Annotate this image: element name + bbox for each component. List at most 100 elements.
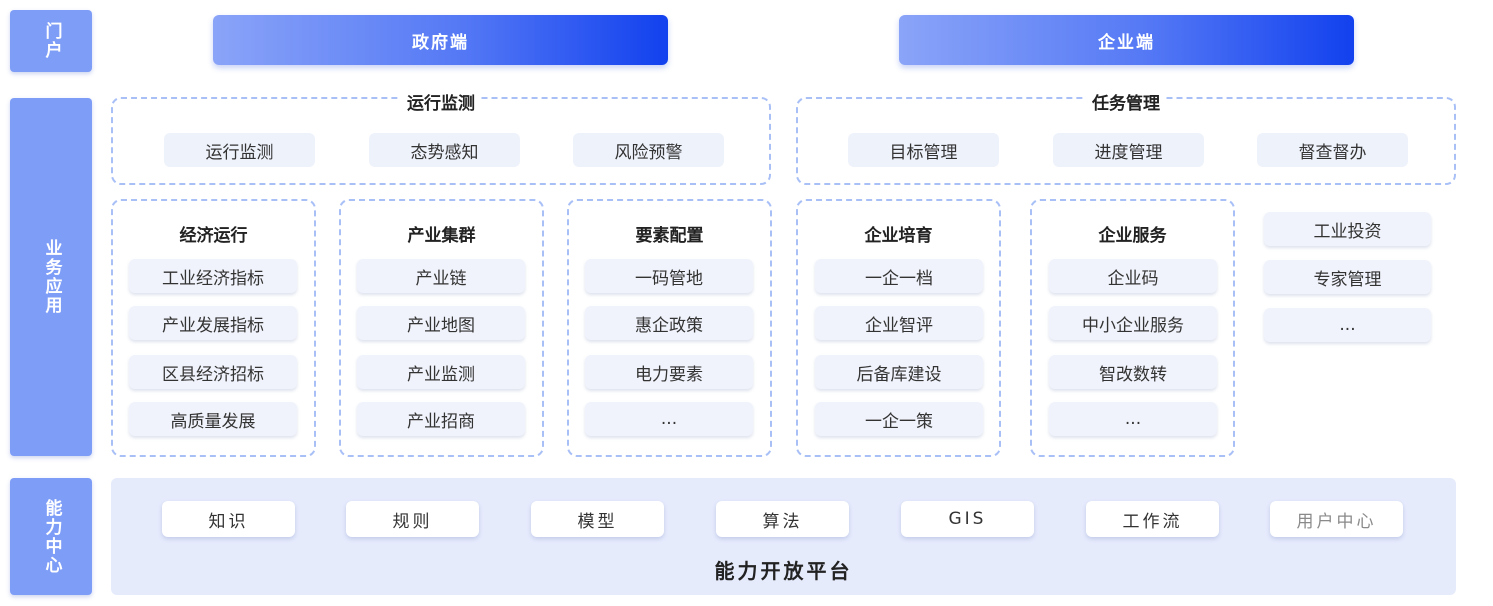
economy-item-label: 区县经济招标 [162,364,264,385]
monitor-item-label: 风险预警 [614,142,683,163]
service-item[interactable]: 企业码 [1049,259,1217,293]
economy-column-title: 经济运行 [179,226,248,246]
economy-item-label: 高质量发展 [170,411,256,432]
cultivation-item-label: 一企一档 [865,268,933,289]
cluster-item-label: 产业监测 [407,364,475,385]
resource-item[interactable]: 一码管地 [585,259,753,293]
side-label-apps: 业务应用 [10,98,92,456]
economy-item-label: 工业经济指标 [162,268,264,289]
side-label-ability-text: 能力中心 [41,498,62,575]
economy-item[interactable]: 工业经济指标 [129,259,297,293]
ent-portal-label: 企业端 [1098,32,1155,53]
task-group-title-text: 任务管理 [1086,94,1166,114]
resource-item[interactable]: 惠企政策 [585,306,753,340]
resource-column-title: 要素配置 [635,226,704,246]
monitor-group-title-text: 运行监测 [401,94,481,114]
cluster-item-label: 产业链 [415,268,467,289]
resource-item[interactable]: 电力要素 [585,355,753,389]
extra-item[interactable]: 专家管理 [1264,260,1431,294]
monitor-item-label: 运行监测 [205,142,274,163]
extra-item-label: 专家管理 [1313,269,1382,290]
task-item-label: 进度管理 [1094,142,1163,163]
ability-item-label: 规则 [392,511,433,532]
resource-item[interactable]: ... [585,402,753,436]
cultivation-column: 企业培育 一企一档 企业智评 后备库建设 一企一策 [796,199,1001,457]
resource-item-label: 一码管地 [635,268,703,289]
side-label-apps-text: 业务应用 [41,239,62,315]
service-item-label: ... [1124,409,1142,429]
service-item-label: 智改数转 [1099,364,1167,385]
cluster-item[interactable]: 产业招商 [357,402,525,436]
service-column: 企业服务 企业码 中小企业服务 智改数转 ... [1030,199,1235,457]
side-label-ability: 能力中心 [10,478,92,595]
task-item[interactable]: 督查督办 [1257,133,1408,167]
service-item[interactable]: 中小企业服务 [1049,306,1217,340]
monitor-item[interactable]: 运行监测 [164,133,315,167]
cultivation-item[interactable]: 一企一策 [815,402,983,436]
monitor-group-title: 运行监测 [113,89,769,114]
cluster-item[interactable]: 产业监测 [357,355,525,389]
task-item[interactable]: 进度管理 [1053,133,1204,167]
service-column-title: 企业服务 [1098,226,1167,246]
cluster-item-label: 产业招商 [407,411,475,432]
cluster-column: 产业集群 产业链 产业地图 产业监测 产业招商 [339,199,544,457]
task-item[interactable]: 目标管理 [848,133,999,167]
ent-portal-button[interactable]: 企业端 [899,15,1354,65]
cultivation-item[interactable]: 后备库建设 [815,355,983,389]
gov-portal-button[interactable]: 政府端 [213,15,668,65]
cluster-item[interactable]: 产业链 [357,259,525,293]
task-group-title: 任务管理 [798,89,1454,114]
ability-item-gis[interactable]: GIS [901,501,1034,537]
cultivation-item-label: 后备库建设 [856,364,942,385]
economy-item-label: 产业发展指标 [162,315,264,336]
service-item-label: 企业码 [1107,268,1159,289]
service-item[interactable]: ... [1049,402,1217,436]
task-item-label: 督查督办 [1298,142,1367,163]
cluster-column-title: 产业集群 [407,226,476,246]
ability-platform-panel: 知识 规则 模型 算法 GIS 工作流 用户中心 能力开放平台 [111,478,1456,595]
ability-item-label: 工作流 [1122,511,1183,532]
ability-item-label: 算法 [762,511,803,532]
economy-item[interactable]: 高质量发展 [129,402,297,436]
extra-item-label: ... [1339,315,1356,335]
monitor-item-label: 态势感知 [410,142,479,163]
cultivation-column-title: 企业培育 [864,226,933,246]
cultivation-item[interactable]: 企业智评 [815,306,983,340]
cluster-item[interactable]: 产业地图 [357,306,525,340]
resource-item-label: 惠企政策 [635,315,703,336]
cultivation-item-label: 一企一策 [865,411,933,432]
side-label-portal-text: 门户 [41,22,62,60]
cultivation-item-label: 企业智评 [865,315,933,336]
resource-item-label: ... [660,409,678,429]
side-label-portal: 门户 [10,10,92,72]
economy-column: 经济运行 工业经济指标 产业发展指标 区县经济招标 高质量发展 [111,199,316,457]
extra-item-label: 工业投资 [1313,221,1382,242]
monitor-item[interactable]: 态势感知 [369,133,520,167]
gov-portal-label: 政府端 [412,32,469,53]
extra-item[interactable]: ... [1264,308,1431,342]
resource-item-label: 电力要素 [635,364,703,385]
economy-item[interactable]: 产业发展指标 [129,306,297,340]
ability-item-label: 用户中心 [1296,511,1377,532]
ability-item-user-center[interactable]: 用户中心 [1270,501,1403,537]
ability-platform-title: 能力开放平台 [714,559,853,583]
ability-item-rules[interactable]: 规则 [346,501,479,537]
resource-column: 要素配置 一码管地 惠企政策 电力要素 ... [567,199,772,457]
ability-item-knowledge[interactable]: 知识 [162,501,295,537]
ability-item-label: GIS [948,509,987,529]
monitor-item[interactable]: 风险预警 [573,133,724,167]
monitor-group: 运行监测 运行监测 态势感知 风险预警 [111,94,771,185]
service-item-label: 中小企业服务 [1082,315,1184,336]
economy-item[interactable]: 区县经济招标 [129,355,297,389]
ability-item-workflow[interactable]: 工作流 [1086,501,1219,537]
ability-item-model[interactable]: 模型 [531,501,664,537]
task-item-label: 目标管理 [889,142,958,163]
cultivation-item[interactable]: 一企一档 [815,259,983,293]
extra-item[interactable]: 工业投资 [1264,212,1431,246]
ability-item-algorithm[interactable]: 算法 [716,501,849,537]
task-group: 任务管理 目标管理 进度管理 督查督办 [796,94,1456,185]
ability-item-label: 知识 [208,511,249,532]
service-item[interactable]: 智改数转 [1049,355,1217,389]
ability-item-label: 模型 [577,511,618,532]
cluster-item-label: 产业地图 [407,315,475,336]
